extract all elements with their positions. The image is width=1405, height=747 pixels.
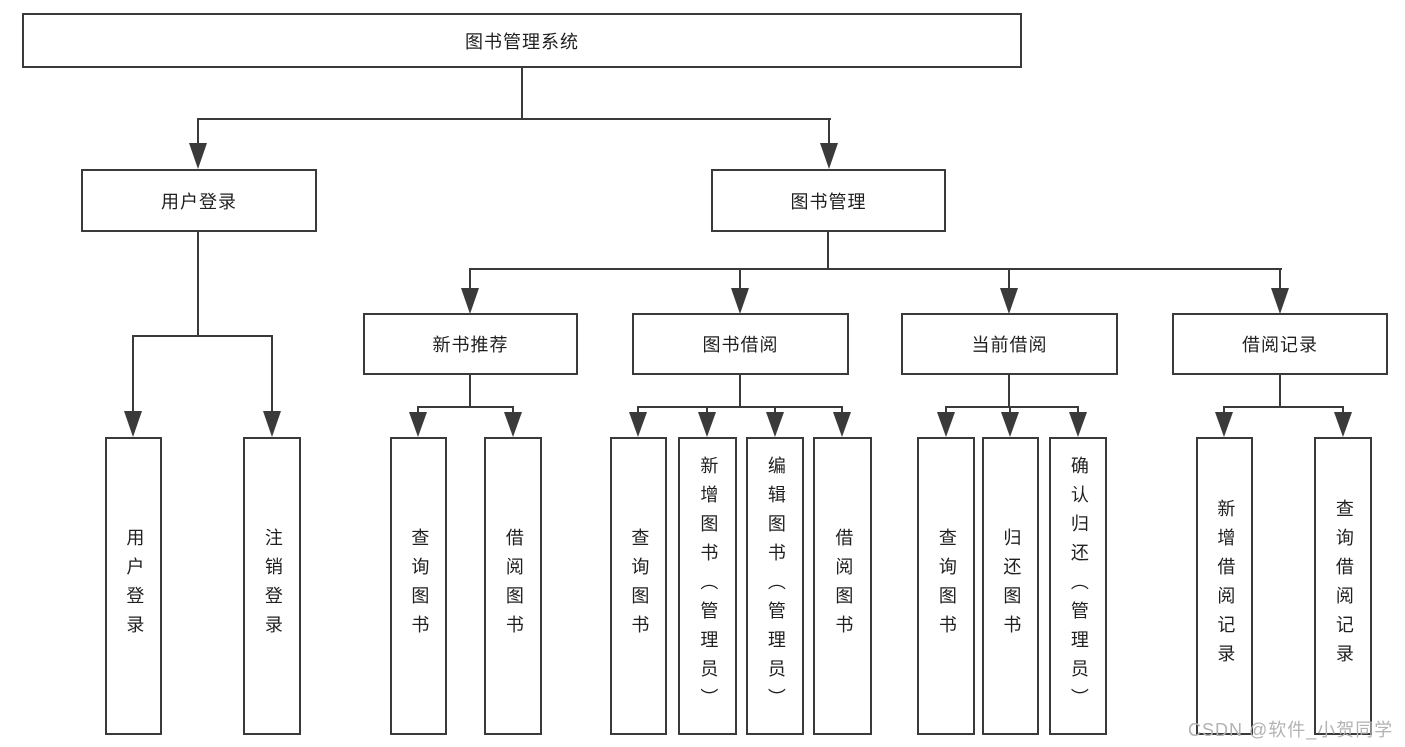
connector-split: [637, 406, 843, 408]
leaf-query-books: 查询图书: [610, 437, 667, 735]
connector-stem: [1342, 406, 1344, 415]
arrowhead-down: [629, 412, 647, 437]
node-label: 图书借阅: [702, 335, 779, 355]
leaf-query-books: 查询图书: [390, 437, 447, 735]
arrowhead-down: [504, 412, 522, 437]
connector-stem: [1008, 375, 1010, 408]
connector-stem: [1009, 406, 1011, 415]
connector-stem: [739, 375, 741, 408]
connector-stem: [469, 268, 471, 292]
node-label: 新书推荐: [432, 335, 509, 355]
connector-level2-split: [469, 268, 1282, 270]
arrowhead-down: [937, 412, 955, 437]
connector-stem: [841, 406, 843, 415]
arrowhead-down: [1069, 412, 1087, 437]
node-label: 新增图书（管理员）: [698, 455, 719, 717]
leaf-add-books-admin: 新增图书（管理员）: [678, 437, 737, 735]
node-label: 图书管理系统: [465, 31, 579, 52]
leaf-return-books: 归还图书: [982, 437, 1039, 735]
leaf-user-login: 用户登录: [105, 437, 162, 735]
arrowhead-down: [409, 412, 427, 437]
connector-root-stem: [521, 68, 523, 118]
arrowhead-down: [124, 411, 142, 437]
arrowhead-down: [698, 412, 716, 437]
node-root-library-management-system: 图书管理系统: [22, 13, 1022, 68]
node-label: 查询图书: [629, 528, 650, 644]
leaf-confirm-return-admin: 确认归还（管理员）: [1049, 437, 1107, 735]
node-label: 查询借阅记录: [1333, 499, 1354, 673]
connector-stem: [739, 268, 741, 292]
arrowhead-down: [1000, 288, 1018, 314]
node-book-borrowing: 图书借阅: [632, 313, 849, 375]
arrowhead-down: [189, 143, 207, 169]
node-label: 借阅图书: [503, 528, 524, 644]
connector-stem: [637, 406, 639, 415]
connector-stem: [1279, 375, 1281, 408]
connector-split: [945, 406, 1079, 408]
arrowhead-down: [461, 288, 479, 314]
node-label: 借阅记录: [1242, 335, 1318, 355]
node-label: 确认归还（管理员）: [1068, 455, 1089, 717]
arrowhead-down: [731, 288, 749, 314]
node-current-borrowing: 当前借阅: [901, 313, 1118, 375]
leaf-query-borrow-record: 查询借阅记录: [1314, 437, 1372, 735]
arrowhead-down: [766, 412, 784, 437]
node-label: 归还图书: [1001, 528, 1022, 644]
connector-stem: [945, 406, 947, 415]
node-borrow-records: 借阅记录: [1172, 313, 1388, 375]
leaf-borrow-books: 借阅图书: [813, 437, 872, 735]
arrowhead-down: [820, 143, 838, 169]
node-label: 借阅图书: [833, 528, 854, 644]
connector-stem: [706, 406, 708, 415]
leaf-borrow-books: 借阅图书: [484, 437, 542, 735]
arrowhead-down: [1215, 412, 1233, 437]
arrowhead-down: [833, 412, 851, 437]
connector-stem: [1223, 406, 1225, 415]
connector-stem: [197, 232, 199, 337]
node-label: 用户登录: [161, 191, 237, 212]
leaf-logout: 注销登录: [243, 437, 301, 735]
arrowhead-down: [1271, 288, 1289, 314]
node-label: 当前借阅: [971, 335, 1048, 355]
connector-stem: [827, 232, 829, 270]
node-new-book-recommend: 新书推荐: [363, 313, 578, 375]
connector-split: [132, 335, 273, 337]
connector-stem: [774, 406, 776, 415]
node-user-login: 用户登录: [81, 169, 317, 232]
connector-split: [417, 406, 514, 408]
leaf-add-borrow-record: 新增借阅记录: [1196, 437, 1253, 735]
leaf-edit-books-admin: 编辑图书（管理员）: [746, 437, 804, 735]
connector-stem: [197, 118, 199, 146]
node-label: 用户登录: [124, 528, 145, 644]
connector-stem: [417, 406, 419, 415]
leaf-query-books: 查询图书: [917, 437, 975, 735]
node-label: 编辑图书（管理员）: [765, 455, 786, 717]
node-label: 查询图书: [409, 528, 430, 644]
arrowhead-down: [263, 411, 281, 437]
connector-level1-split: [197, 118, 831, 120]
node-label: 图书管理: [790, 191, 867, 212]
connector-stem: [1279, 268, 1281, 292]
connector-stem: [469, 375, 471, 408]
node-label: 注销登录: [262, 528, 283, 644]
connector-stem: [1077, 406, 1079, 415]
connector-stem: [1008, 268, 1010, 292]
arrowhead-down: [1001, 412, 1019, 437]
csdn-watermark: CSDN @软件_小贺同学: [1188, 720, 1394, 740]
connector-stem: [512, 406, 514, 415]
connector-stem: [828, 118, 830, 146]
node-label: 查询图书: [936, 528, 957, 644]
node-label: 新增借阅记录: [1215, 499, 1236, 673]
arrowhead-down: [1334, 412, 1352, 437]
node-book-management: 图书管理: [711, 169, 946, 232]
connector-stem: [132, 335, 134, 415]
connector-split: [1223, 406, 1344, 408]
connector-stem: [271, 335, 273, 415]
